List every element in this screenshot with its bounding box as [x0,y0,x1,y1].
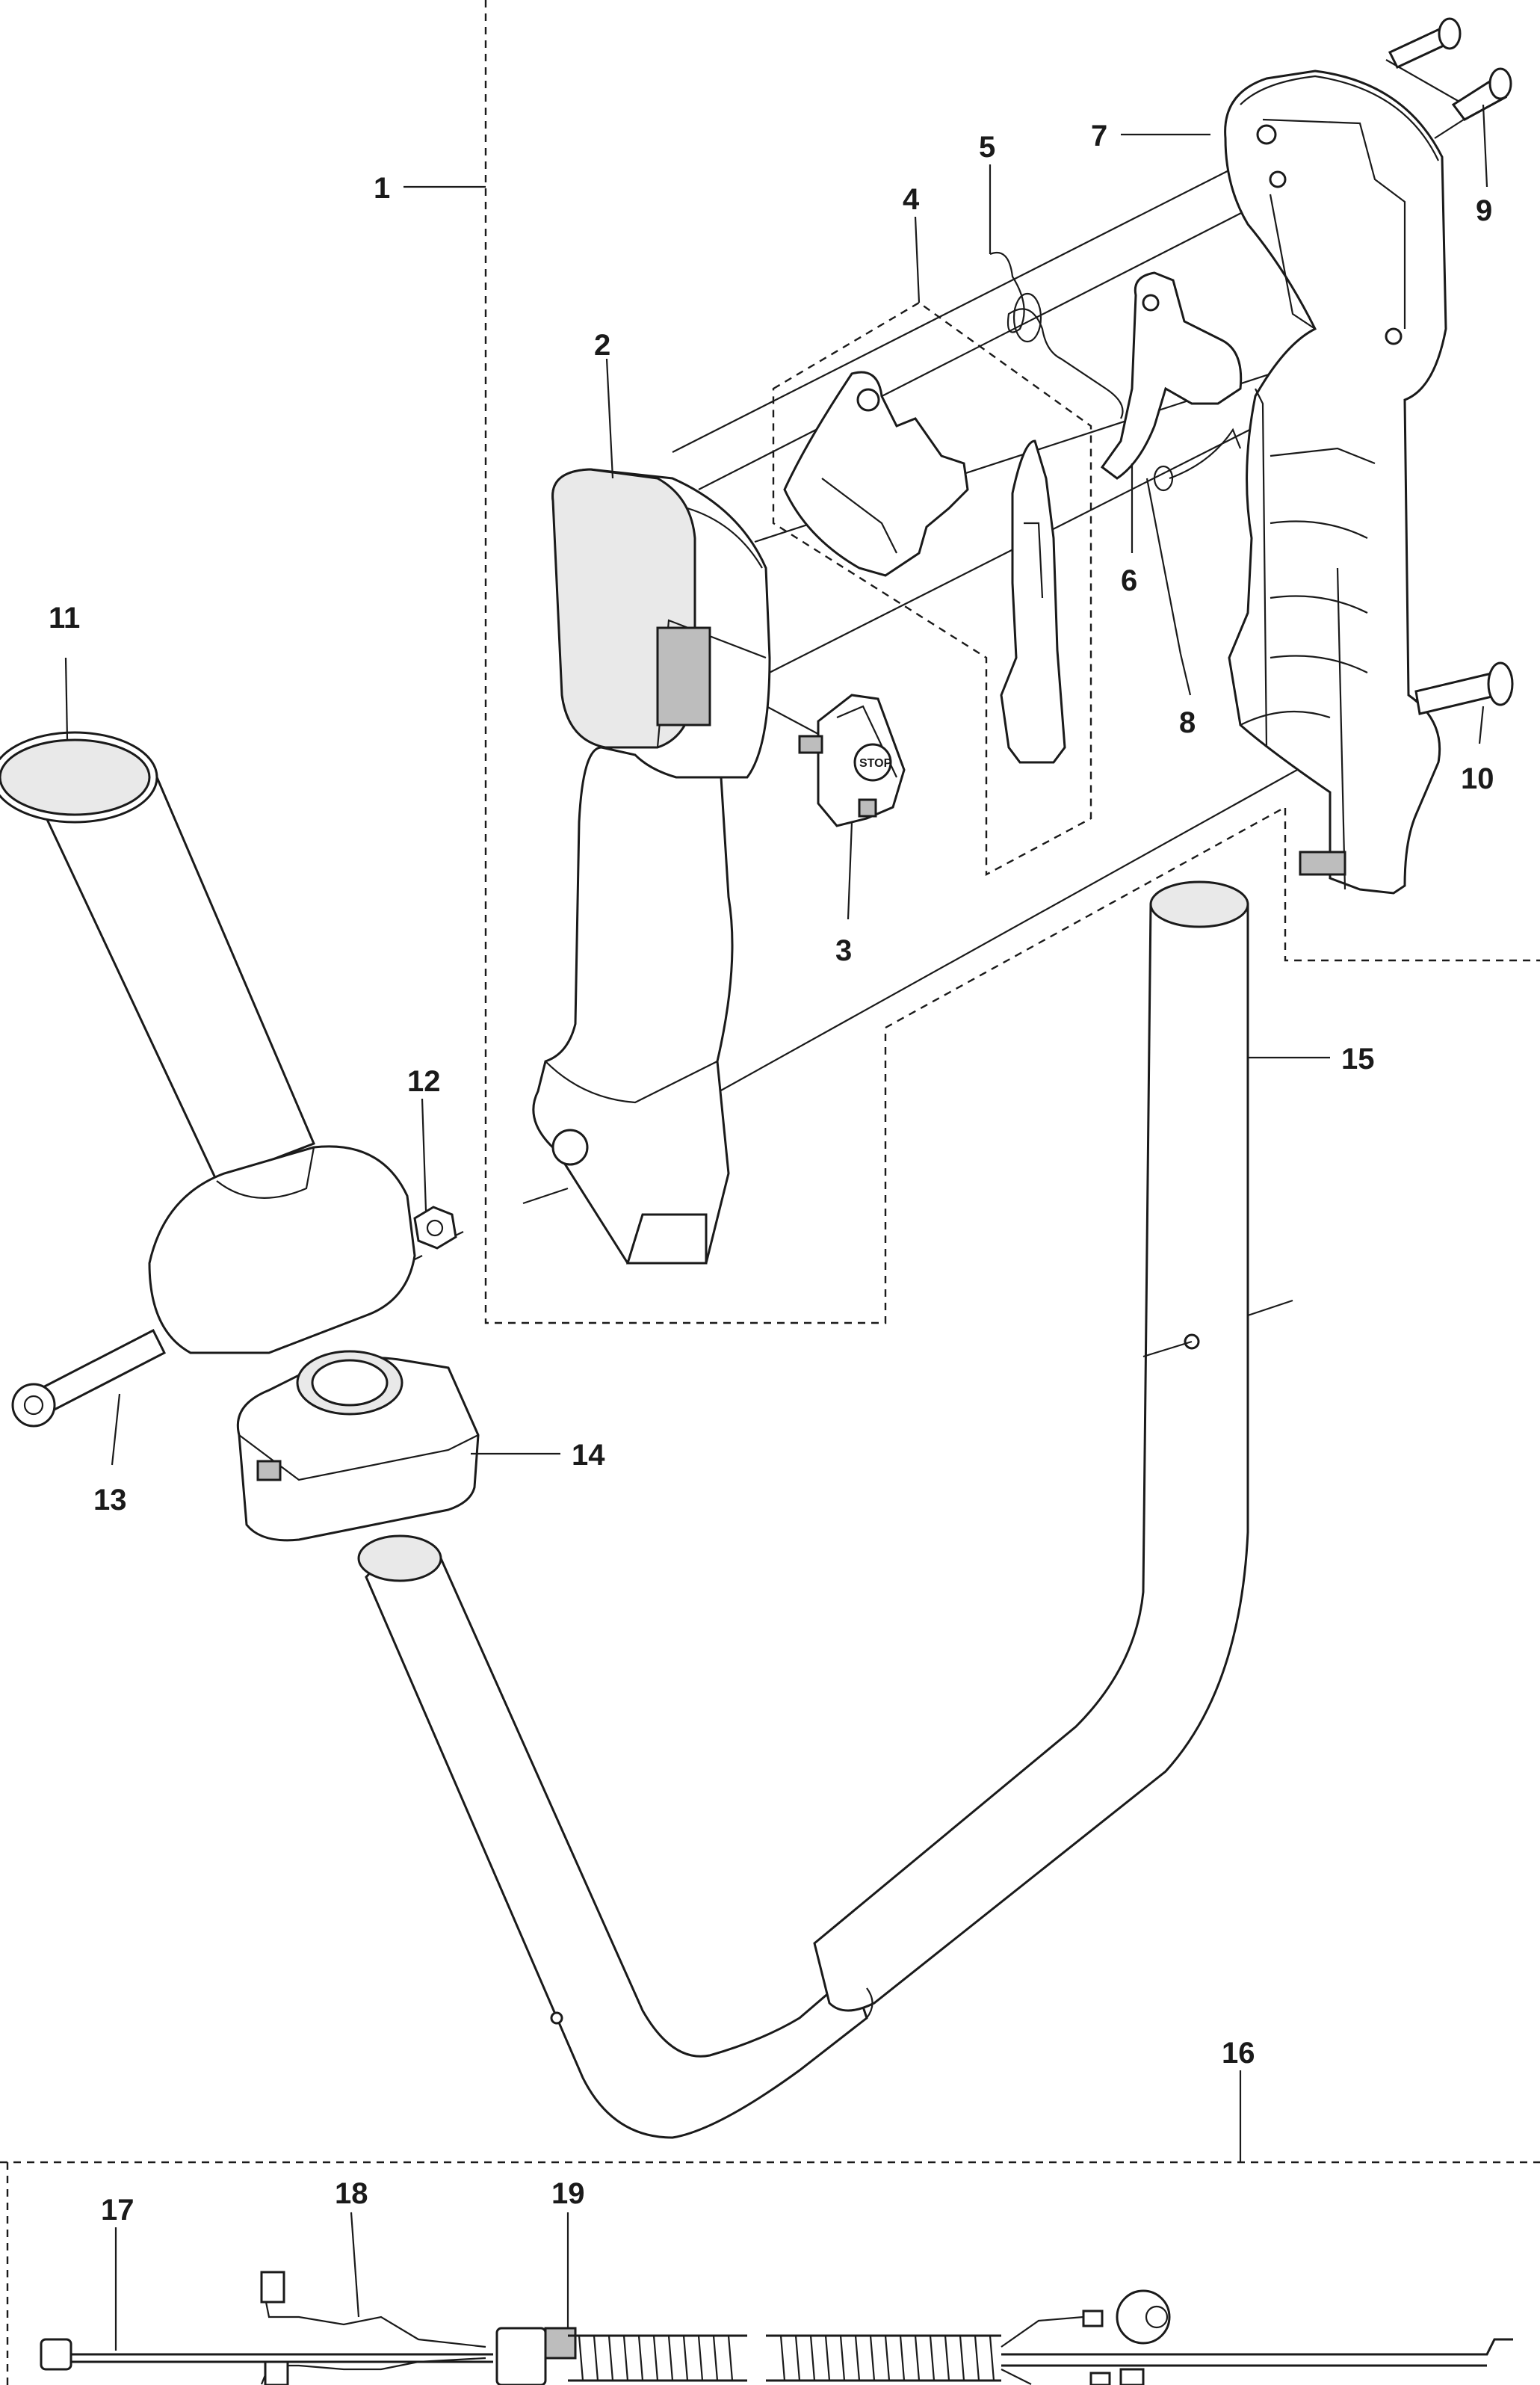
label-part-19: 19 [551,2177,585,2210]
throttle-lock-assembly [783,371,1066,764]
label-part-1: 1 [374,172,390,205]
label-part-14: 14 [572,1439,605,1472]
label-part-4: 4 [903,183,920,216]
screw-9b [1451,67,1512,121]
screw-13 [11,1328,167,1428]
handle-half-left [532,468,771,1265]
stop-switch-label: STOP [859,757,892,770]
label-part-12: 12 [407,1065,441,1098]
label-part-11: 11 [49,602,80,635]
label-part-13: 13 [93,1484,127,1517]
label-part-10: 10 [1461,762,1494,795]
screw-10 [1414,661,1514,715]
label-part-6: 6 [1121,564,1137,597]
spring-8 [1145,428,1242,655]
group-1-outline [484,0,1540,1324]
spring-5 [989,252,1124,419]
throttle-trigger [1100,271,1243,480]
handle-loop-tube [357,880,1293,2139]
label-part-17: 17 [101,2194,134,2227]
label-part-8: 8 [1179,706,1196,739]
leader-lines [64,104,1488,2351]
label-part-15: 15 [1341,1043,1375,1076]
handle-grip-tube [0,731,416,1354]
stop-switch: STOP [798,694,906,827]
label-part-5: 5 [979,131,995,164]
screw-9a [1388,17,1462,69]
handle-half-right [1224,70,1447,895]
nut-12 [413,1206,457,1250]
label-part-3: 3 [835,934,852,967]
label-part-2: 2 [594,329,610,362]
handle-clamp [236,1350,480,1542]
label-part-18: 18 [335,2177,368,2210]
label-part-9: 9 [1476,194,1492,227]
label-part-7: 7 [1091,120,1107,152]
group-4-outline [772,301,1092,877]
label-part-16: 16 [1222,2037,1255,2070]
throttle-cable-assembly [40,2271,1513,2385]
